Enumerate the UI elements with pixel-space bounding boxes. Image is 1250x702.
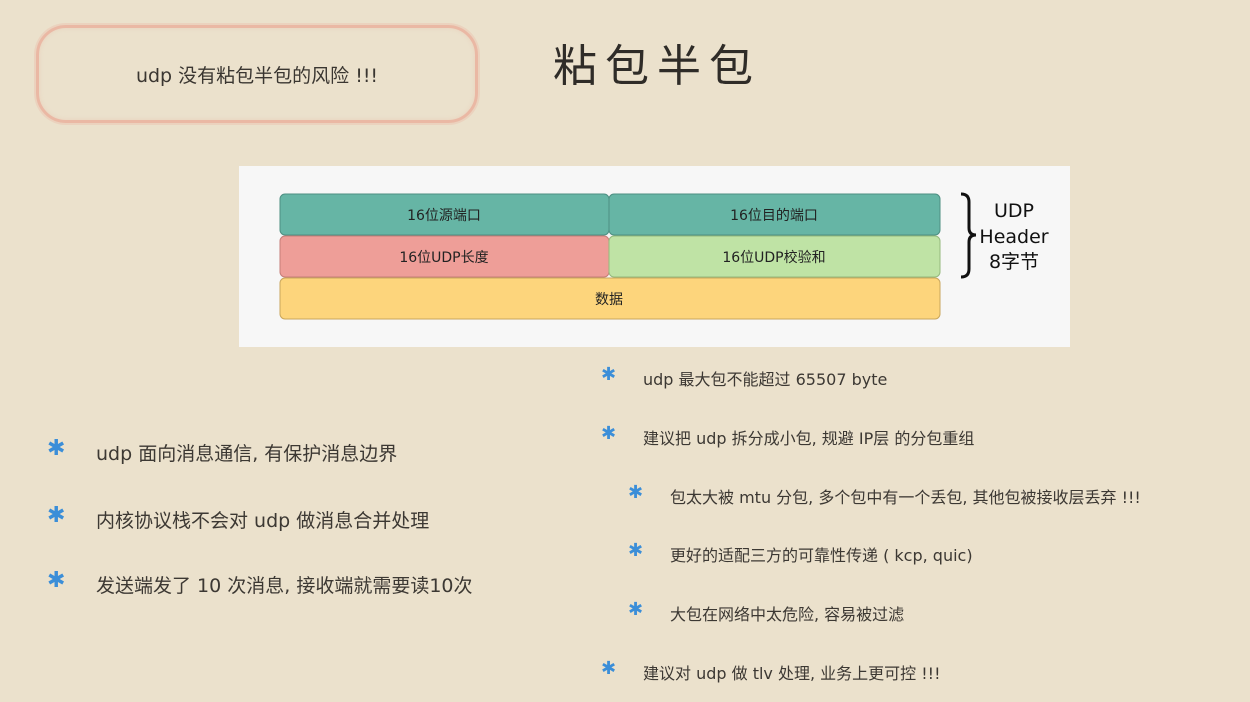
brace-label-bytes: 8字节 bbox=[989, 251, 1039, 273]
field-data bbox=[279, 277, 941, 320]
label-length: 16位UDP长度 bbox=[399, 250, 488, 266]
right-subbullet-3-text: 大包在网络中太危险, 容易被过滤 bbox=[670, 605, 905, 624]
field-dst-port bbox=[608, 193, 941, 236]
right-bullet-2: ✱ 建议把 udp 拆分成小包, 规避 IP层 的分包重组 bbox=[601, 423, 975, 449]
callout-text: udp 没有粘包半包的风险 !!! bbox=[135, 64, 379, 87]
right-bullet-1-text: udp 最大包不能超过 65507 byte bbox=[643, 370, 888, 389]
field-checksum bbox=[608, 235, 941, 278]
right-bullet-2-text: 建议把 udp 拆分成小包, 规避 IP层 的分包重组 bbox=[643, 429, 975, 448]
header-brace bbox=[960, 192, 977, 279]
right-subbullet-1: ✱ 包太大被 mtu 分包, 多个包中有一个丢包, 其他包被接收层丢弃 !!! bbox=[628, 482, 1141, 508]
page-title: 粘包半包 bbox=[553, 41, 761, 92]
right-subbullet-1-text: 包太大被 mtu 分包, 多个包中有一个丢包, 其他包被接收层丢弃 !!! bbox=[670, 488, 1141, 507]
left-bullet-2-text: 内核协议栈不会对 udp 做消息合并处理 bbox=[96, 510, 430, 532]
asterisk-icon: ✱ bbox=[47, 436, 66, 461]
left-bullet-3: ✱ 发送端发了 10 次消息, 接收端就需要读10次 bbox=[47, 568, 473, 598]
label-checksum: 16位UDP校验和 bbox=[722, 249, 825, 266]
brace-label-udp: UDP bbox=[994, 200, 1034, 222]
right-subbullet-3: ✱ 大包在网络中太危险, 容易被过滤 bbox=[628, 599, 905, 625]
brace-label-header: Header bbox=[979, 226, 1048, 248]
left-bullet-1: ✱ udp 面向消息通信, 有保护消息边界 bbox=[47, 436, 398, 466]
right-subbullet-2-text: 更好的适配三方的可靠性传递 ( kcp, quic) bbox=[670, 546, 973, 565]
asterisk-icon: ✱ bbox=[47, 503, 66, 528]
left-bullet-3-text: 发送端发了 10 次消息, 接收端就需要读10次 bbox=[96, 575, 473, 597]
udp-header-svg: 16位源端口 16位目的端口 16位UDP长度 16位UDP校验和 数据 UDP… bbox=[279, 192, 1049, 320]
right-subbullet-2: ✱ 更好的适配三方的可靠性传递 ( kcp, quic) bbox=[628, 540, 973, 566]
asterisk-icon: ✱ bbox=[601, 658, 617, 679]
label-data: 数据 bbox=[595, 292, 623, 308]
asterisk-icon: ✱ bbox=[601, 423, 617, 444]
asterisk-icon: ✱ bbox=[47, 568, 66, 593]
right-bullet-3: ✱ 建议对 udp 做 tlv 处理, 业务上更可控 !!! bbox=[601, 658, 941, 684]
left-bullet-2: ✱ 内核协议栈不会对 udp 做消息合并处理 bbox=[47, 503, 430, 533]
right-bullet-1: ✱ udp 最大包不能超过 65507 byte bbox=[601, 364, 888, 390]
asterisk-icon: ✱ bbox=[601, 364, 617, 385]
right-bullet-3-text: 建议对 udp 做 tlv 处理, 业务上更可控 !!! bbox=[643, 664, 941, 683]
udp-header-diagram: 16位源端口 16位目的端口 16位UDP长度 16位UDP校验和 数据 UDP… bbox=[239, 166, 1070, 347]
callout-box: udp 没有粘包半包的风险 !!! bbox=[36, 25, 478, 123]
asterisk-icon: ✱ bbox=[628, 599, 644, 620]
asterisk-icon: ✱ bbox=[628, 482, 644, 503]
label-dst-port: 16位目的端口 bbox=[730, 208, 818, 224]
label-src-port: 16位源端口 bbox=[407, 208, 481, 224]
asterisk-icon: ✱ bbox=[628, 540, 644, 561]
left-bullet-1-text: udp 面向消息通信, 有保护消息边界 bbox=[96, 443, 398, 465]
